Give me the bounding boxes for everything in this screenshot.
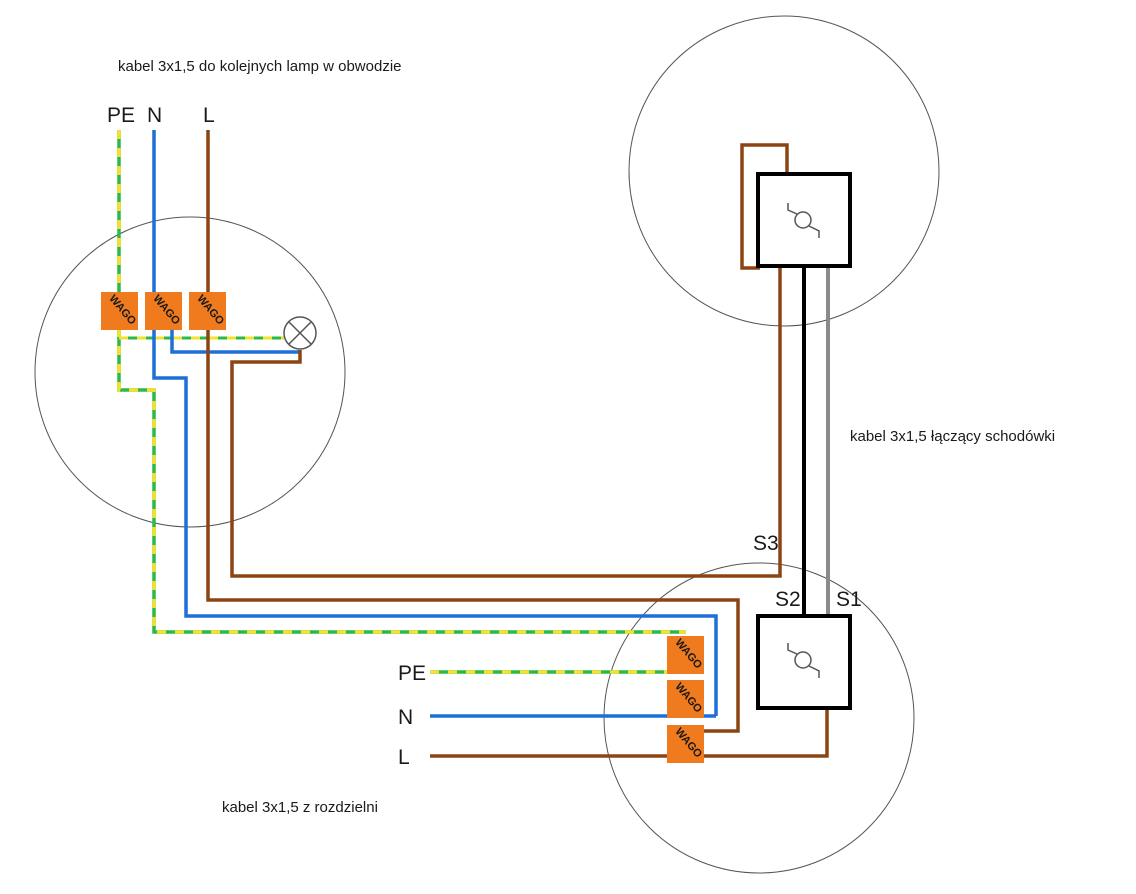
n-wire-top bbox=[152, 130, 718, 716]
neutral-wires bbox=[152, 130, 718, 718]
wago-connector-pe-lamp: WAGO bbox=[101, 292, 138, 330]
label-s2: S2 bbox=[775, 588, 801, 611]
switch-contact-icon bbox=[787, 203, 798, 215]
lamp-junction-box bbox=[34, 216, 346, 528]
lamp-icon bbox=[283, 316, 317, 350]
switch-contact-icon-2 bbox=[808, 225, 820, 238]
label-s1: S1 bbox=[836, 588, 862, 611]
label-top-l: L bbox=[203, 104, 215, 127]
label-supply-l: L bbox=[398, 746, 410, 769]
pe-wire-top-stripe bbox=[117, 130, 686, 634]
label-s3: S3 bbox=[753, 532, 779, 555]
s3-upper-loop bbox=[740, 143, 789, 270]
switch-symbol-icon bbox=[794, 651, 812, 669]
caption-top: kabel 3x1,5 do kolejnych lamp w obwodzie bbox=[118, 58, 402, 75]
caption-bottom: kabel 3x1,5 z rozdzielni bbox=[222, 799, 378, 816]
phase-wires bbox=[206, 130, 829, 758]
label-top-n: N bbox=[147, 104, 162, 127]
label-supply-pe: PE bbox=[398, 662, 426, 685]
label-top-pe: PE bbox=[107, 104, 135, 127]
l-wire-supply bbox=[430, 706, 829, 758]
upper-staircase-switch bbox=[756, 172, 852, 268]
l-wire-top bbox=[206, 130, 740, 733]
n-wire-lamp bbox=[170, 330, 300, 354]
upper-switch-box bbox=[628, 15, 940, 327]
wago-connector-l-lamp: WAGO bbox=[189, 292, 226, 330]
wago-connector-pe-supply: WAGO bbox=[667, 636, 704, 674]
switch-contact-icon bbox=[787, 643, 798, 655]
caption-middle: kabel 3x1,5 łączący schodówki bbox=[850, 428, 1055, 445]
earth-wires bbox=[117, 130, 686, 674]
wago-connector-n-supply: WAGO bbox=[667, 680, 704, 718]
wago-connector-n-lamp: WAGO bbox=[145, 292, 182, 330]
lower-switch-box bbox=[603, 562, 915, 874]
wago-connector-l-supply: WAGO bbox=[667, 725, 704, 763]
label-supply-n: N bbox=[398, 706, 413, 729]
switch-contact-icon-2 bbox=[808, 665, 820, 678]
switched-wire-lamp bbox=[230, 268, 782, 578]
switch-symbol-icon bbox=[794, 211, 812, 229]
lower-staircase-switch bbox=[756, 614, 852, 710]
pe-wire-top bbox=[117, 130, 686, 634]
